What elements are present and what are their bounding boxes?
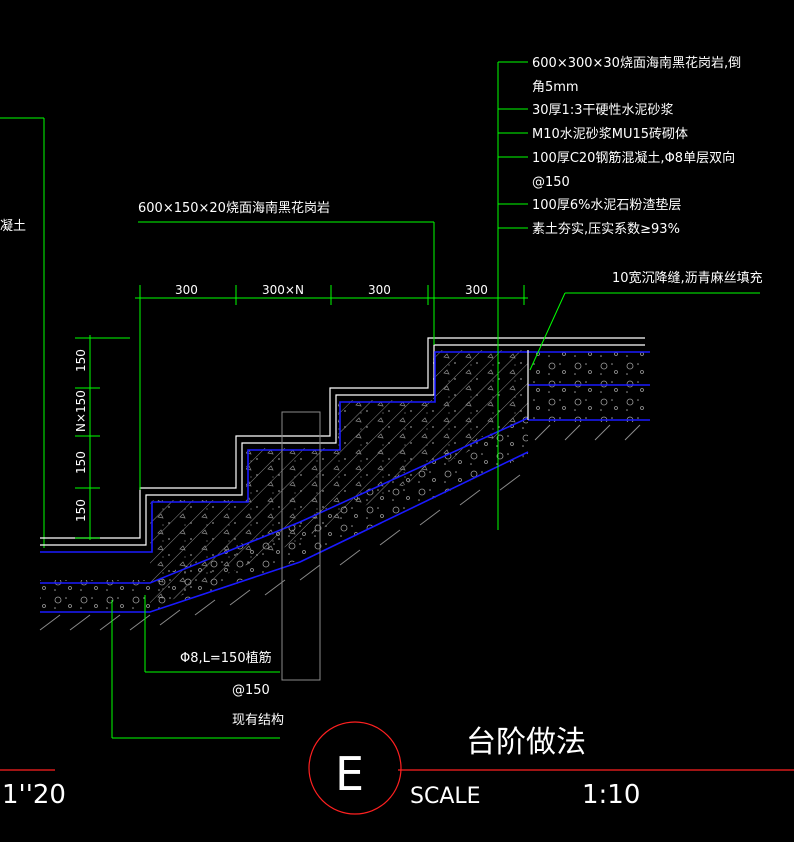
left-scale-fragment: 1''20	[2, 780, 66, 810]
left-fragment: 凝土	[0, 117, 45, 548]
note-4: M10水泥砂浆MU15砖砌体	[532, 127, 688, 142]
stair-body	[40, 350, 648, 612]
note-7: 100厚6%水泥石粉渣垫层	[532, 197, 681, 213]
dim-v-3: 150	[74, 451, 88, 474]
note-1: 600×300×30烧面海南黑花岗岩,倒	[532, 55, 741, 71]
vertical-dimensions: 150 N×150 150 150	[74, 335, 130, 540]
left-label-fragment: 凝土	[0, 218, 26, 234]
existing-note: 现有结构	[232, 713, 284, 728]
scale-value: 1:10	[582, 780, 640, 810]
detail-circle	[308, 721, 402, 815]
note-3: 30厚1:3干硬性水泥砂浆	[532, 103, 673, 118]
dim-h-4: 300	[465, 283, 488, 297]
dim-h-3: 300	[368, 283, 391, 297]
note-8: 素土夯实,压实系数≥93%	[532, 222, 680, 237]
note-5: 100厚C20钢筋混凝土,Φ8单层双向	[532, 150, 735, 166]
horizontal-dimensions: 300 300×N 300 300	[135, 283, 528, 490]
riser-note: 600×150×20烧面海南黑花岗岩	[138, 200, 330, 216]
dim-h-2: 300×N	[262, 283, 304, 297]
existing-structure-outline	[281, 411, 321, 681]
granite-finish	[40, 337, 645, 546]
scale-label: SCALE	[410, 784, 481, 809]
note-6: @150	[532, 175, 570, 190]
dim-h-1: 300	[175, 283, 198, 297]
layer-notes: 600×300×30烧面海南黑花岗岩,倒 角5mm 30厚1:3干硬性水泥砂浆 …	[138, 55, 763, 728]
dim-v-2: N×150	[74, 390, 88, 432]
leaders	[111, 61, 760, 739]
joint-note: 10宽沉降缝,沥青麻丝填充	[612, 270, 763, 286]
drawing-title: 台阶做法	[466, 725, 586, 760]
title-block: E 台阶做法 SCALE 1:10 1''20	[0, 721, 794, 815]
note-2: 角5mm	[532, 80, 579, 95]
rebar-note-1: Φ8,L=150植筋	[180, 650, 272, 666]
ground-hatch	[39, 424, 641, 631]
detail-mark: E	[335, 747, 364, 801]
dim-v-4: 150	[74, 499, 88, 522]
rebar-note-2: @150	[232, 683, 270, 698]
layer-lines	[40, 350, 650, 613]
dim-v-1: 150	[74, 349, 88, 372]
